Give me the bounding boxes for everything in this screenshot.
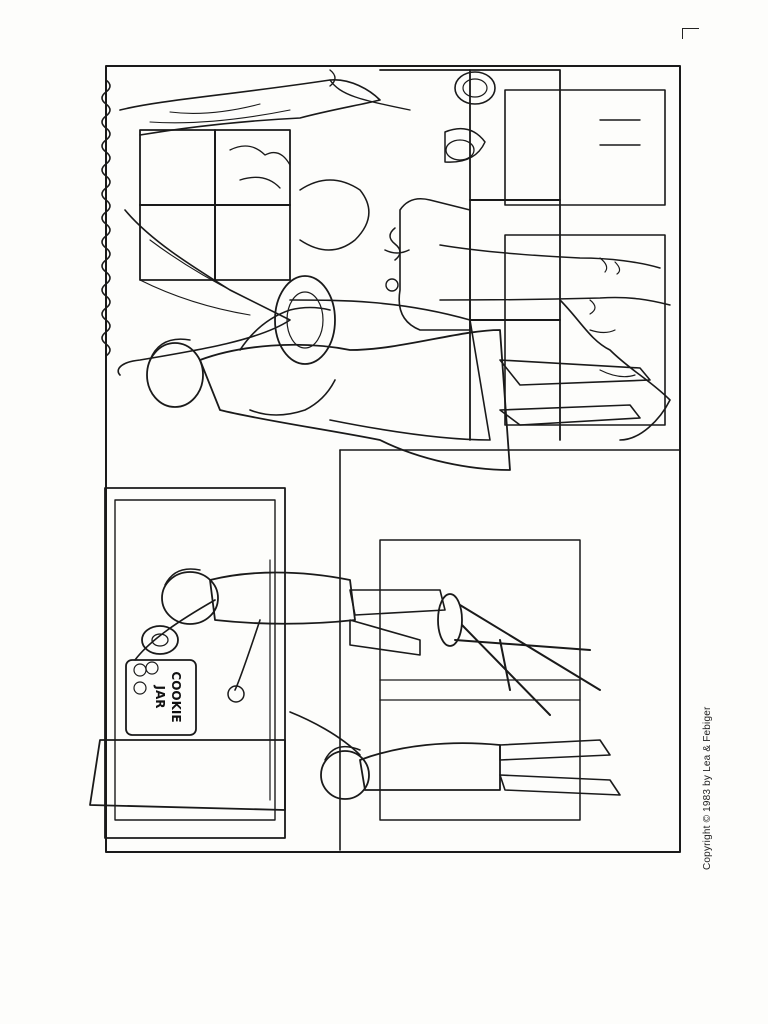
upper-cupboard [89, 487, 286, 839]
cookie-jar [125, 625, 197, 736]
boy-on-stool [134, 568, 446, 703]
counter-and-sink [379, 69, 666, 441]
window-with-curtains [101, 69, 411, 376]
lower-cupboards [339, 449, 681, 851]
overflowing-water [439, 244, 671, 441]
girl-reaching [289, 711, 621, 800]
woman-drying-dish [146, 275, 651, 471]
tipping-stool [437, 593, 601, 716]
page-corner-mark [682, 28, 699, 39]
copyright-caption: Copyright © 1983 by Lea & Febiger [702, 706, 713, 870]
picture-frame [105, 65, 681, 853]
dishes-on-counter [444, 71, 496, 163]
cookie-jar-label-line2: JAR [153, 685, 167, 709]
cookie-jar-label: COOKIE JAR [153, 671, 183, 722]
cookie-jar-label-line1: COOKIE [169, 671, 183, 722]
